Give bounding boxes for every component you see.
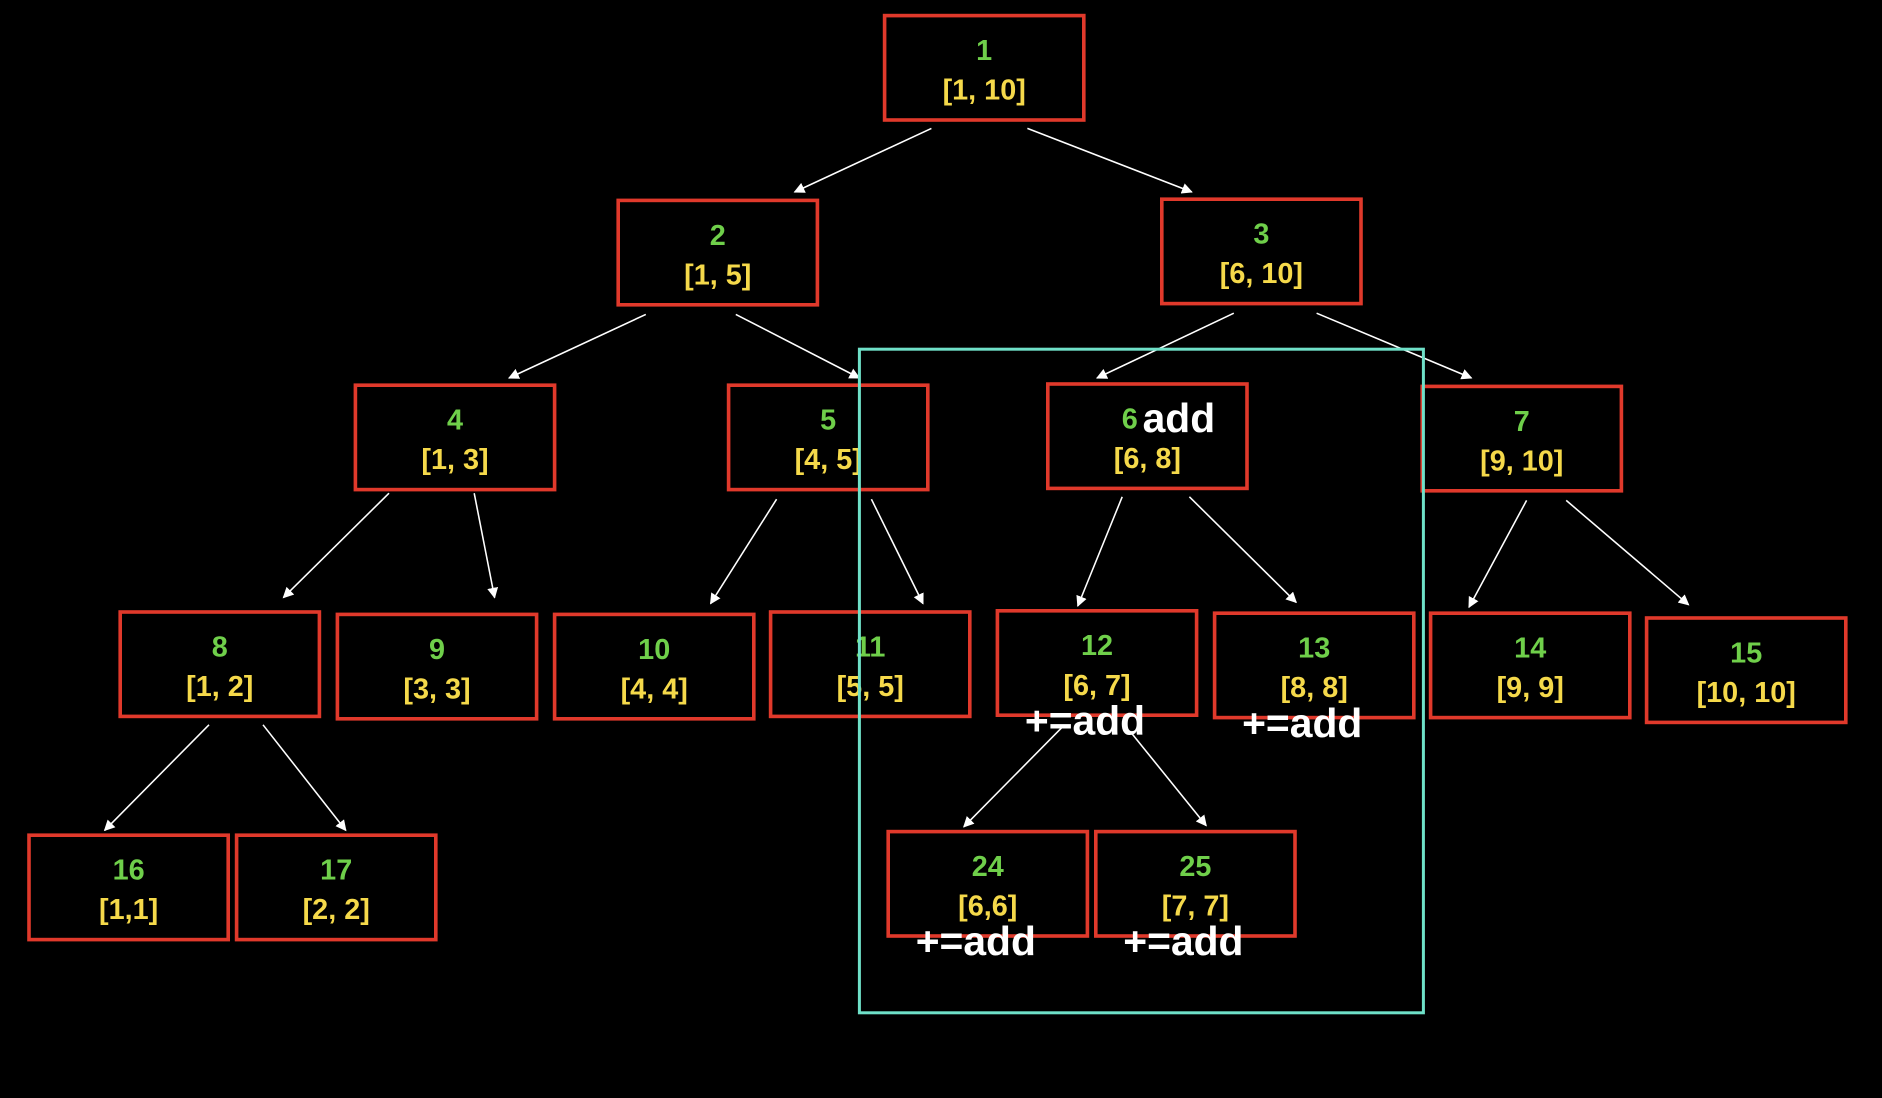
tree-node-6: 6 [6, 8]add bbox=[1046, 382, 1249, 491]
node-range: [6, 7] bbox=[1063, 670, 1130, 702]
tree-node-14: 14 [9, 9] bbox=[1428, 611, 1632, 720]
node-box bbox=[335, 612, 539, 721]
node-annotation: +=add bbox=[1242, 700, 1362, 746]
edge-5-10 bbox=[709, 498, 778, 605]
node-range: [1,1] bbox=[99, 894, 158, 926]
node-box bbox=[768, 610, 972, 719]
node-id: 3 bbox=[1253, 219, 1269, 251]
tree-node-2: 2 [1, 5] bbox=[616, 198, 820, 307]
node-id: 9 bbox=[429, 634, 445, 666]
edge-12-25 bbox=[1129, 731, 1207, 827]
edge-3-7 bbox=[1316, 312, 1473, 380]
node-range: [2, 2] bbox=[303, 894, 370, 926]
node-box bbox=[1046, 382, 1249, 491]
node-range: [8, 8] bbox=[1281, 672, 1348, 704]
node-box bbox=[1644, 616, 1848, 725]
tree-node-13: 13 [8, 8]+=add bbox=[1212, 611, 1416, 746]
node-box bbox=[118, 610, 322, 719]
edge-5-11 bbox=[870, 498, 924, 605]
node-box bbox=[616, 198, 820, 307]
edge-2-4 bbox=[508, 313, 647, 379]
tree-node-24: 24 [6,6]+=add bbox=[886, 829, 1090, 964]
highlight-region bbox=[857, 347, 1425, 1015]
node-range: [5, 5] bbox=[837, 671, 904, 703]
node-id: 1 bbox=[976, 35, 992, 67]
node-id: 16 bbox=[113, 855, 145, 887]
node-box bbox=[234, 833, 438, 942]
node-box bbox=[995, 609, 1199, 717]
edge-6-12 bbox=[1076, 496, 1123, 608]
tree-node-17: 17 [2, 2] bbox=[234, 833, 438, 942]
node-range: [9, 10] bbox=[1480, 445, 1563, 477]
tree-node-1: 1 [1, 10] bbox=[882, 13, 1086, 122]
edge-12-24 bbox=[963, 726, 1063, 828]
edge-7-14 bbox=[1468, 500, 1528, 609]
tree-node-15: 15 [10, 10] bbox=[1644, 616, 1848, 725]
tree-node-12: 12 [6, 7]+=add bbox=[995, 609, 1199, 743]
node-id: 17 bbox=[320, 855, 352, 887]
node-range: [1, 2] bbox=[186, 671, 253, 703]
node-box bbox=[27, 833, 230, 942]
node-id: 7 bbox=[1514, 406, 1530, 438]
node-annotation: +=add bbox=[916, 918, 1036, 964]
node-box bbox=[1428, 611, 1632, 720]
tree-node-4: 4 [1, 3] bbox=[353, 383, 557, 492]
edge-1-3 bbox=[1027, 127, 1193, 194]
node-range: [1, 5] bbox=[684, 259, 751, 291]
tree-node-16: 16 [1,1] bbox=[27, 833, 230, 942]
node-range: [6, 10] bbox=[1220, 258, 1303, 290]
node-range: [1, 10] bbox=[943, 75, 1026, 107]
tree-node-10: 10 [4, 4] bbox=[552, 612, 756, 721]
node-box bbox=[1094, 829, 1297, 938]
node-range: [7, 7] bbox=[1162, 891, 1229, 923]
node-id: 12 bbox=[1081, 630, 1113, 662]
node-id: 25 bbox=[1179, 851, 1211, 883]
edge-1-2 bbox=[793, 127, 932, 193]
tree-node-9: 9 [3, 3] bbox=[335, 612, 539, 721]
tree-node-25: 25 [7, 7]+=add bbox=[1094, 829, 1297, 964]
node-box bbox=[353, 383, 557, 492]
node-id: 5 bbox=[820, 405, 836, 437]
node-range: [6, 8] bbox=[1114, 443, 1181, 475]
edge-8-16 bbox=[103, 724, 210, 832]
node-range: [9, 9] bbox=[1497, 672, 1564, 704]
node-id: 4 bbox=[447, 405, 463, 437]
node-id: 2 bbox=[710, 220, 726, 252]
node-box bbox=[726, 383, 930, 492]
node-range: [4, 5] bbox=[795, 444, 862, 476]
node-id: 10 bbox=[638, 634, 670, 666]
node-range: [4, 4] bbox=[621, 673, 688, 705]
node-box bbox=[1160, 197, 1363, 306]
node-annotation: add bbox=[1143, 395, 1216, 441]
tree-node-5: 5 [4, 5] bbox=[726, 383, 930, 492]
node-box bbox=[1212, 611, 1416, 720]
node-annotation: +=add bbox=[1123, 918, 1243, 964]
edge-6-13 bbox=[1188, 496, 1297, 604]
tree-node-8: 8 [1, 2] bbox=[118, 610, 322, 719]
node-id: 13 bbox=[1298, 633, 1330, 665]
tree-node-3: 3 [6, 10] bbox=[1160, 197, 1363, 306]
edge-4-8 bbox=[282, 492, 390, 599]
node-box bbox=[882, 13, 1086, 122]
node-range: [6,6] bbox=[958, 891, 1017, 923]
node-range: [3, 3] bbox=[403, 673, 470, 705]
node-id: 15 bbox=[1730, 637, 1762, 669]
node-id: 8 bbox=[212, 631, 228, 663]
edge-3-6 bbox=[1096, 312, 1235, 379]
node-range: [1, 3] bbox=[421, 444, 488, 476]
edge-2-5 bbox=[735, 313, 861, 379]
node-id: 6 bbox=[1122, 403, 1138, 435]
node-box bbox=[552, 612, 756, 721]
edge-7-15 bbox=[1565, 499, 1690, 606]
node-range: [10, 10] bbox=[1697, 677, 1796, 709]
node-annotation: +=add bbox=[1025, 697, 1145, 743]
node-box bbox=[886, 829, 1090, 938]
node-id: 24 bbox=[972, 851, 1004, 883]
node-id: 14 bbox=[1514, 633, 1546, 665]
edge-8-17 bbox=[262, 724, 347, 832]
edge-4-9 bbox=[473, 493, 499, 599]
